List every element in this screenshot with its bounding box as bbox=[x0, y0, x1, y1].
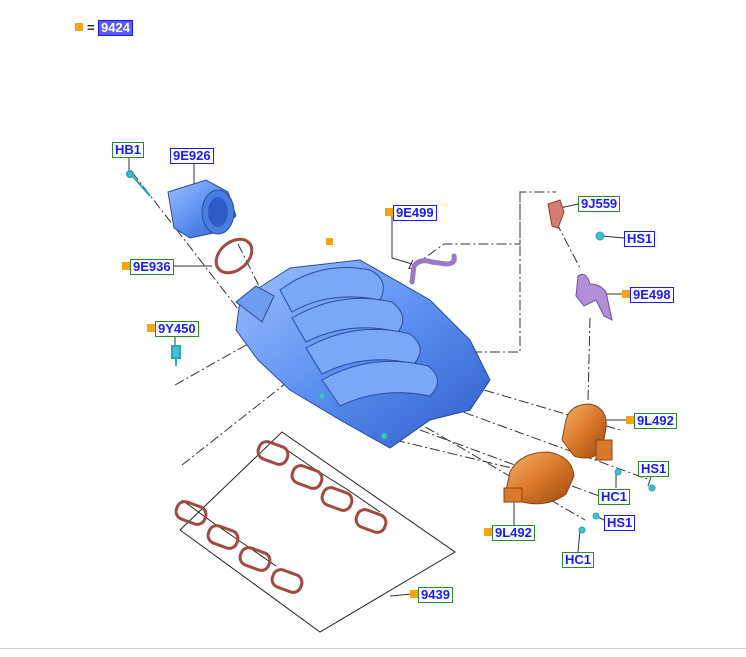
label-9l492-low[interactable]: 9L492 bbox=[492, 525, 535, 541]
bullet-9y450 bbox=[147, 324, 155, 332]
bullet-9e498 bbox=[622, 290, 630, 298]
label-9e926[interactable]: 9E926 bbox=[170, 148, 214, 164]
bullet-9l492-top bbox=[626, 416, 634, 424]
label-9e499[interactable]: 9E499 bbox=[393, 205, 437, 221]
label-9e936[interactable]: 9E936 bbox=[130, 259, 174, 275]
throttle-body bbox=[167, 179, 237, 239]
label-9y450[interactable]: 9Y450 bbox=[155, 321, 199, 337]
legend-equals: = bbox=[87, 20, 95, 35]
label-hs1-mid[interactable]: HS1 bbox=[638, 461, 670, 477]
label-9439[interactable]: 9439 bbox=[418, 587, 453, 603]
label-hc1-low[interactable]: HC1 bbox=[562, 552, 595, 568]
screw-hs1-top bbox=[595, 231, 605, 241]
intake-gaskets bbox=[174, 440, 388, 594]
label-hs1-top[interactable]: HS1 bbox=[624, 231, 656, 247]
bullet-9e499 bbox=[385, 208, 393, 216]
valve-9l492-top bbox=[561, 403, 613, 461]
sensor-9y450 bbox=[171, 345, 181, 366]
hose-9e499 bbox=[409, 253, 457, 285]
label-9l492-top[interactable]: 9L492 bbox=[634, 413, 677, 429]
label-9j559[interactable]: 9J559 bbox=[578, 196, 621, 212]
intake-manifold bbox=[235, 238, 491, 449]
label-hb1[interactable]: HB1 bbox=[112, 142, 145, 158]
bullet-9e936 bbox=[122, 262, 130, 270]
legend-ref-9424[interactable]: 9424 bbox=[98, 20, 133, 36]
bullet-9l492-low bbox=[484, 528, 492, 536]
connector-9j559 bbox=[547, 199, 565, 229]
bullet-9439 bbox=[410, 590, 418, 598]
gasket-frame bbox=[179, 431, 456, 633]
label-9e498[interactable]: 9E498 bbox=[630, 287, 674, 303]
throttle-gasket bbox=[214, 237, 254, 275]
label-hc1-mid[interactable]: HC1 bbox=[598, 489, 631, 505]
bracket-9e498 bbox=[575, 273, 613, 321]
bottom-divider bbox=[0, 648, 746, 649]
legend-bullet bbox=[75, 23, 83, 31]
label-hs1-low[interactable]: HS1 bbox=[604, 515, 636, 531]
fasteners bbox=[318, 392, 656, 534]
valve-9l492-low bbox=[503, 451, 575, 505]
bolt-hb1 bbox=[126, 170, 151, 197]
